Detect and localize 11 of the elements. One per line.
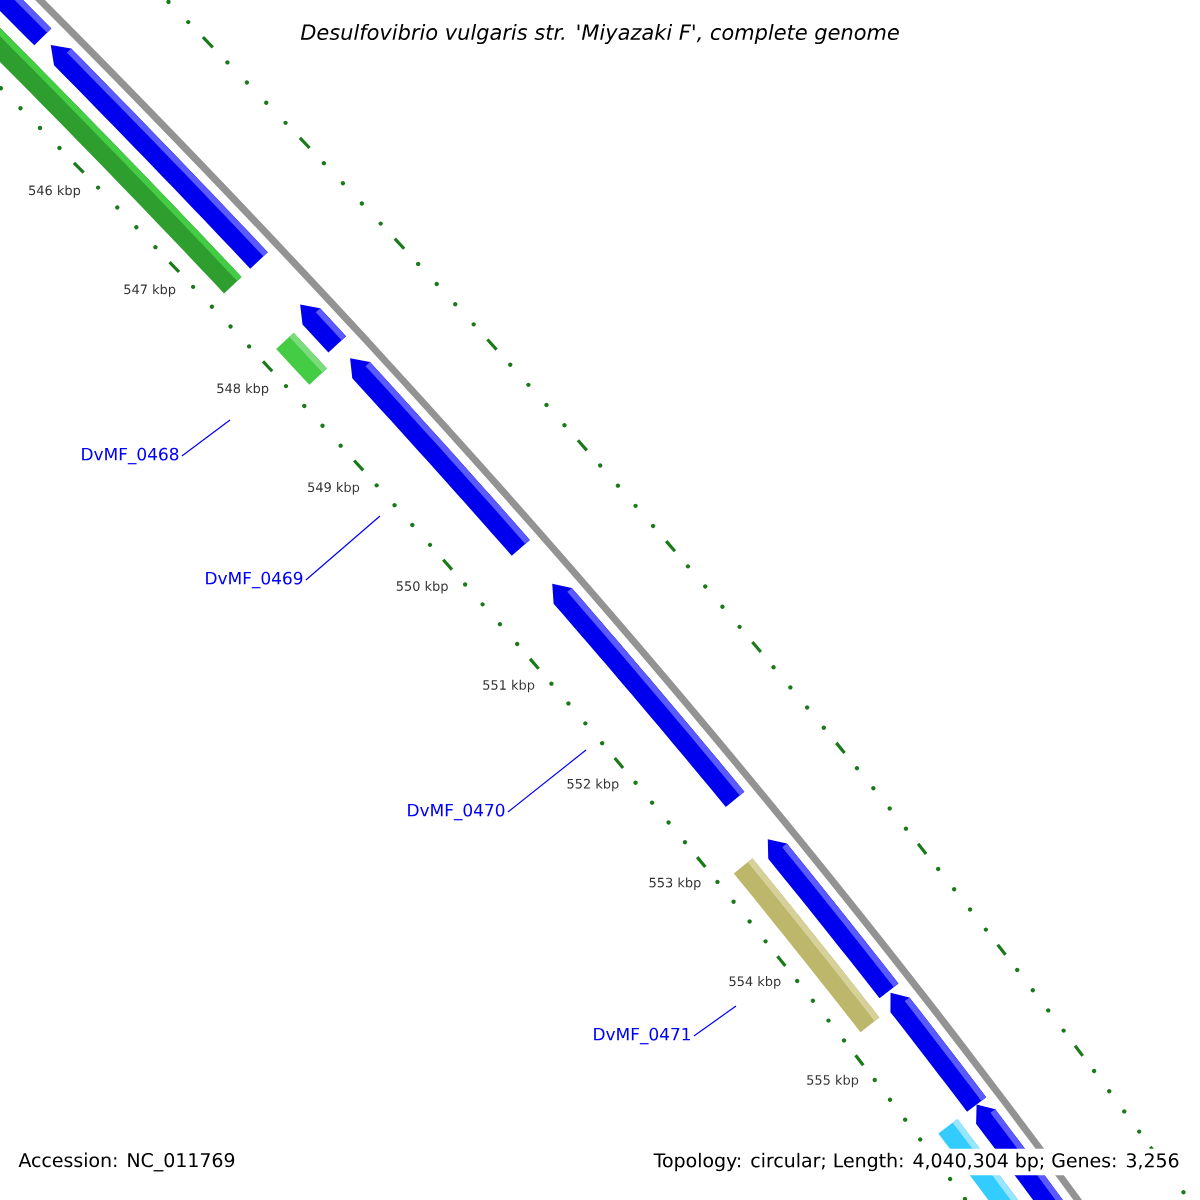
title: Desulfovibrio vulgaris str. 'Miyazaki F', complete genome bbox=[296, 19, 904, 49]
gene-label: DvMF_0470 bbox=[408, 803, 505, 821]
gene-label: DvMF_0468 bbox=[82, 447, 179, 465]
gene-label: DvMF_0471 bbox=[594, 1027, 690, 1045]
genome-info-text: Topology: circular; Length: 4,040,304 bp; Genes: 3,256 bbox=[649, 1148, 1184, 1176]
leader-line bbox=[693, 1005, 737, 1037]
accession-text: Accession: NC_011769 bbox=[18, 1152, 235, 1172]
leader-line bbox=[181, 419, 231, 457]
leader-line bbox=[305, 515, 381, 581]
leader-line bbox=[507, 749, 587, 813]
gene-label: DvMF_0469 bbox=[206, 571, 303, 589]
